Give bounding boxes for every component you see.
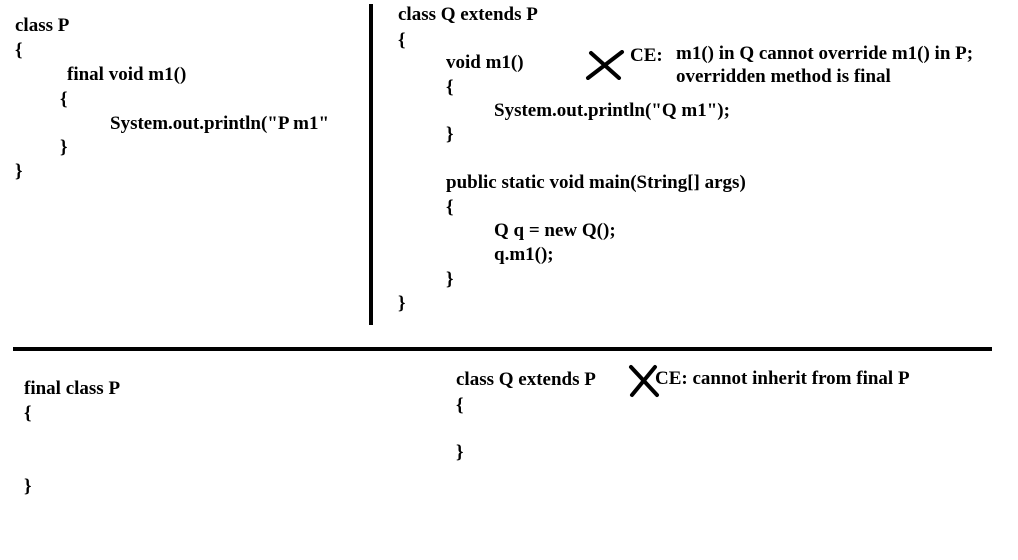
cross-mark-icon: [629, 365, 659, 397]
error-message: CE: cannot inherit from final P: [655, 368, 910, 389]
horizontal-divider: [13, 347, 992, 351]
code-line: {: [446, 197, 454, 218]
code-line: q.m1();: [494, 244, 554, 265]
code-line: void m1(): [446, 52, 524, 73]
vertical-divider: [369, 4, 373, 325]
code-line: }: [60, 137, 68, 158]
error-message: m1() in Q cannot override m1() in P;: [676, 43, 974, 64]
code-line: final void m1(): [67, 64, 187, 85]
code-line: System.out.println("P m1": [110, 113, 330, 134]
code-line: }: [456, 442, 464, 463]
code-line: }: [398, 293, 406, 314]
code-line: {: [446, 77, 454, 98]
code-line: {: [60, 89, 68, 110]
code-line: {: [24, 403, 32, 424]
code-line: class Q extends P: [456, 369, 596, 390]
error-message: overridden method is final: [676, 66, 891, 87]
code-line: }: [15, 161, 23, 182]
code-line: Q q = new Q();: [494, 220, 616, 241]
code-line: public static void main(String[] args): [446, 172, 746, 193]
code-line: System.out.println("Q m1");: [494, 100, 730, 121]
code-line: class Q extends P: [398, 4, 538, 25]
code-line: }: [24, 476, 32, 497]
code-line: final class P: [24, 378, 121, 399]
error-prefix: CE:: [630, 45, 663, 66]
code-line: {: [456, 395, 464, 416]
code-line: }: [446, 124, 454, 145]
code-line: }: [446, 269, 454, 290]
code-line: class P: [15, 15, 70, 36]
code-line: {: [398, 30, 406, 51]
cross-mark-icon: [586, 50, 624, 80]
code-line: {: [15, 40, 23, 61]
